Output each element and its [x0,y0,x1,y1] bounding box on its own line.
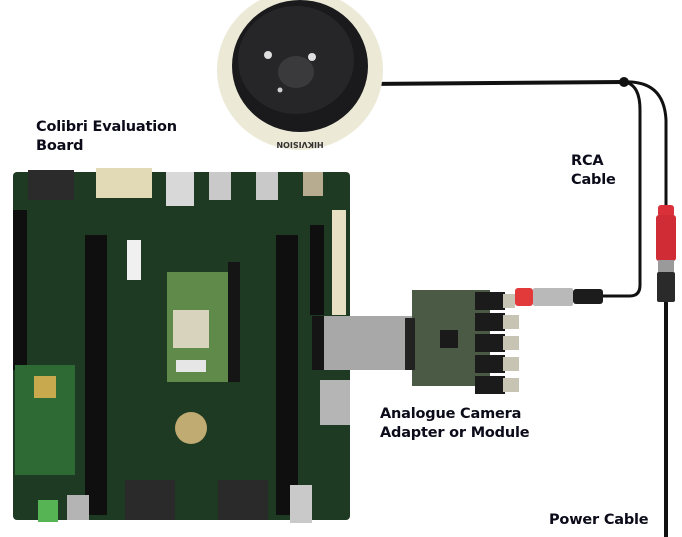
dome-camera: HIKVISION [217,0,383,150]
camera-adapter-module [405,288,603,394]
board-label: Colibri Evaluation Board [36,118,177,156]
power-cable-label: Power Cable [549,511,649,530]
adapter-label: Analogue Camera Adapter or Module [380,405,530,443]
rca-label-line2: Cable [571,172,616,188]
power-connector [656,205,676,302]
svg-text:HIKVISION: HIKVISION [276,140,323,149]
adapter-label-line1: Analogue Camera [380,406,522,422]
rca-cable [370,77,668,298]
adapter-label-line2: Adapter or Module [380,425,530,441]
rca-label-line1: RCA [571,153,604,169]
power-label-line1: Power Cable [549,512,649,528]
rca-cable-label: RCA Cable [571,152,616,190]
evaluation-board [13,168,350,523]
board-label-line2: Board [36,138,84,154]
board-label-line1: Colibri Evaluation [36,119,177,135]
